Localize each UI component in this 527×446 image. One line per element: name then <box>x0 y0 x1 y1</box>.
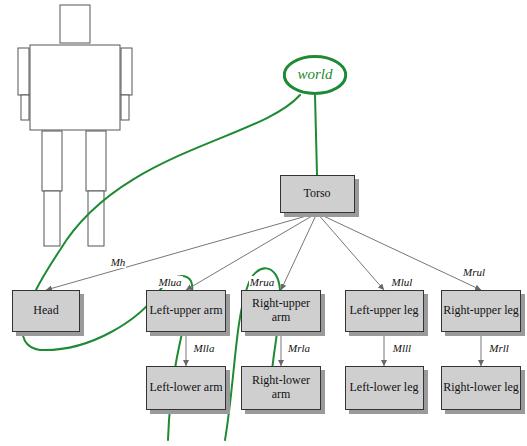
world-root: world <box>283 55 347 95</box>
robot-leg <box>42 131 62 191</box>
transform-label: Mlll <box>392 342 412 354</box>
node-label: Torso <box>303 187 330 201</box>
node-label: Right-upper arm <box>242 297 320 325</box>
transform-label: Mrll <box>488 342 510 354</box>
node-label: Left-upper arm <box>150 304 223 318</box>
robot-arm <box>18 48 29 95</box>
root-link <box>315 95 317 175</box>
transform-label: Mrul <box>462 266 486 278</box>
transform-arrow <box>281 332 282 366</box>
part-box: Left-lower arm <box>146 366 226 410</box>
robot-arm <box>121 48 132 95</box>
transform-arrow <box>317 213 384 290</box>
transform-arrow <box>186 332 187 366</box>
transform-label: Mrua <box>249 276 275 288</box>
node-label: Left-upper leg <box>350 304 419 318</box>
transform-arrow <box>384 332 385 366</box>
part-box: Left-upper arm <box>146 290 226 332</box>
robot-torso <box>30 45 120 130</box>
transform-arrow <box>281 213 317 290</box>
transform-arrow <box>186 213 317 290</box>
part-box: Torso <box>280 175 355 213</box>
part-box: Right-upper arm <box>241 290 321 332</box>
transform-label: Mrla <box>287 342 311 354</box>
node-label: Right-lower leg <box>443 381 519 395</box>
part-box: Head <box>12 290 80 332</box>
part-box: Right-upper leg <box>441 290 521 332</box>
robot-leg <box>88 191 104 246</box>
transform-arrow <box>317 213 481 290</box>
node-label: Left-lower leg <box>350 381 419 395</box>
robot-head <box>60 5 90 43</box>
part-box: Left-upper leg <box>345 290 424 332</box>
robot-leg <box>44 191 60 246</box>
node-label: Right-lower arm <box>242 374 320 402</box>
transform-label: Mh <box>110 256 127 268</box>
node-label: Right-upper leg <box>443 304 519 318</box>
transform-arrow <box>46 213 317 290</box>
transform-arrow <box>481 332 482 366</box>
part-box: Left-lower leg <box>345 366 424 410</box>
transform-label: Mlla <box>193 342 216 354</box>
robot-arm <box>21 95 29 120</box>
transform-label: Mlul <box>391 276 414 288</box>
robot-arm <box>121 95 129 120</box>
part-box: Right-lower leg <box>441 366 521 410</box>
node-label: Left-lower arm <box>150 381 223 395</box>
robot-leg <box>86 131 106 191</box>
node-label: Head <box>33 304 58 318</box>
node-label: world <box>297 66 332 83</box>
part-box: Right-lower arm <box>241 366 321 410</box>
transform-label: Mlua <box>157 276 182 288</box>
